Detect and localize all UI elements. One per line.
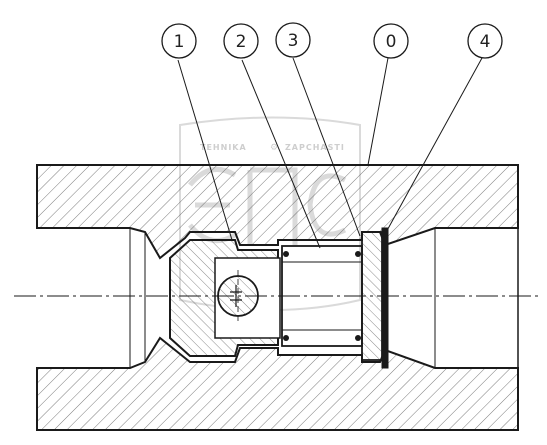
callout-3: 3 — [275, 22, 311, 58]
callout-2: 2 — [223, 23, 259, 59]
retaining-ring-part-4 — [381, 227, 389, 369]
callout-4: 4 — [467, 23, 503, 59]
housing-body — [36, 164, 519, 431]
watermark-right-text: ZAPCHASTI — [285, 143, 345, 152]
callout-3-label: 3 — [288, 31, 299, 51]
spool-part-1 — [169, 239, 281, 357]
leader-lines — [177, 57, 483, 249]
gear-icon: ⚙ — [270, 143, 278, 153]
callout-0-label: 0 — [386, 32, 397, 52]
callout-1: 1 — [161, 23, 197, 59]
callout-0: 0 — [373, 23, 409, 59]
callout-4-label: 4 — [480, 32, 491, 52]
watermark-left-text: TEHNIKA — [200, 143, 247, 152]
callout-2-label: 2 — [236, 32, 247, 52]
callout-1-label: 1 — [174, 32, 185, 52]
